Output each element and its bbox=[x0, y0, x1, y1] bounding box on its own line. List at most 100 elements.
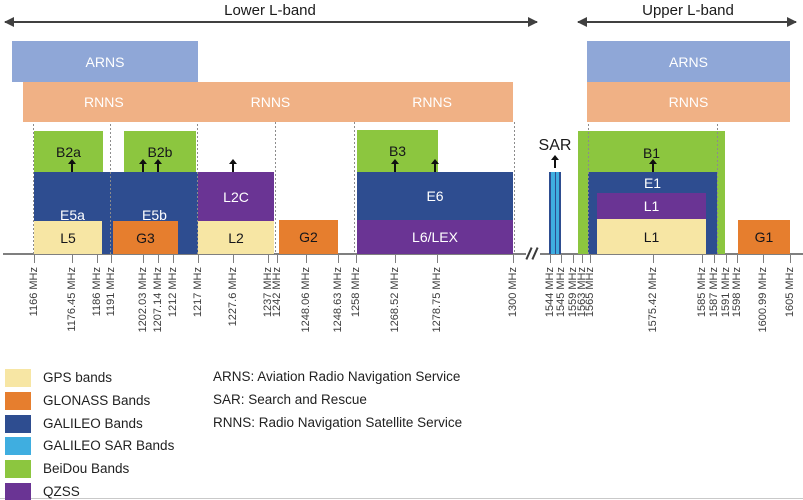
center-freq-arrow-icon bbox=[647, 159, 659, 172]
freq-tick-label: 1242 MHz bbox=[271, 267, 283, 318]
freq-tick-label: 1587 MHz bbox=[708, 267, 720, 318]
band-b2b: B2b bbox=[124, 131, 196, 172]
freq-tick-label: 1585 MHz bbox=[696, 267, 708, 318]
arrow-stem bbox=[652, 163, 654, 172]
legend-swatch-qzss bbox=[5, 483, 31, 500]
freq-tick-label: 1207.14 MHz bbox=[152, 267, 164, 333]
band-g2: G2 bbox=[279, 220, 338, 254]
bottom-divider bbox=[0, 498, 803, 499]
freq-tick bbox=[198, 255, 199, 263]
band-label: G3 bbox=[136, 229, 155, 246]
freq-tick-label: 1258 MHz bbox=[350, 267, 362, 318]
freq-tick bbox=[763, 255, 764, 263]
freq-tick-label: 1278.75 MHz bbox=[431, 267, 443, 333]
freq-tick-label: 1227.6 MHz bbox=[227, 267, 239, 327]
legend-swatch-glonass bbox=[5, 392, 31, 410]
freq-tick-label: 1248.63 MHz bbox=[332, 267, 344, 333]
band-g3: G3 bbox=[113, 221, 178, 254]
arrowhead-left-icon bbox=[4, 17, 14, 27]
freq-tick bbox=[737, 255, 738, 263]
band-label: L6/LEX bbox=[412, 229, 458, 245]
freq-tick bbox=[573, 255, 574, 263]
center-freq-arrow-icon bbox=[389, 159, 401, 172]
abbreviation-item: SAR: Search and Rescue bbox=[213, 392, 367, 407]
arrowhead-left-icon bbox=[577, 17, 587, 27]
service-band-arns-lower: ARNS bbox=[12, 41, 198, 82]
band-l1-gps: L1 bbox=[597, 219, 706, 254]
freq-tick bbox=[653, 255, 654, 263]
band-label: L2C bbox=[223, 188, 249, 205]
freq-tick-label: 1300 MHz bbox=[507, 267, 519, 318]
freq-tick bbox=[111, 255, 112, 263]
band-label: G1 bbox=[754, 229, 774, 245]
dashed-guide-line bbox=[110, 124, 111, 255]
freq-tick bbox=[395, 255, 396, 263]
band-label: E1 bbox=[643, 175, 662, 191]
band-label: L2 bbox=[228, 229, 244, 246]
freq-tick-label: 1191 MHz bbox=[105, 267, 117, 317]
freq-tick bbox=[356, 255, 357, 263]
freq-tick bbox=[437, 255, 438, 263]
service-band-label: RNNS bbox=[250, 94, 291, 110]
legend-label: GALILEO SAR Bands bbox=[43, 438, 175, 453]
center-freq-arrow-icon bbox=[66, 159, 78, 172]
arrowhead-up-icon bbox=[228, 159, 237, 164]
frequency-axis-line bbox=[3, 253, 803, 255]
service-band-arns-upper: ARNS bbox=[587, 41, 790, 82]
freq-tick bbox=[702, 255, 703, 263]
arrowhead-up-icon bbox=[138, 159, 147, 164]
center-freq-arrow-icon bbox=[137, 159, 149, 172]
dashed-guide-line bbox=[197, 124, 198, 255]
service-band-rnns-lower: RNNS RNNS RNNS bbox=[23, 82, 513, 122]
freq-tick bbox=[143, 255, 144, 263]
service-band-label: RNNS bbox=[412, 94, 452, 110]
band-b3: B3 bbox=[357, 130, 438, 172]
arrow-stem bbox=[554, 159, 556, 168]
band-l1-qzss: L1 bbox=[597, 193, 706, 219]
freq-tick-label: 1545 MHz bbox=[555, 267, 567, 318]
sar-band-divider bbox=[554, 172, 556, 254]
freq-tick bbox=[338, 255, 339, 263]
legend-label: GALILEO Bands bbox=[43, 416, 143, 431]
arrowhead-up-icon bbox=[67, 159, 76, 164]
freq-tick bbox=[550, 255, 551, 263]
legend-label: GPS bands bbox=[43, 370, 113, 385]
arrowhead-right-icon bbox=[528, 17, 538, 27]
upper-band-range-arrow bbox=[577, 17, 797, 27]
legend-swatch-galileo_sar bbox=[5, 437, 31, 455]
band-label: B1 bbox=[642, 145, 661, 161]
arrow-stem bbox=[71, 163, 73, 172]
lower-band-range-arrow bbox=[4, 17, 538, 27]
band-l5: L5 bbox=[34, 221, 102, 254]
arrowhead-up-icon bbox=[153, 159, 162, 164]
freq-tick bbox=[790, 255, 791, 263]
freq-tick bbox=[561, 255, 562, 263]
freq-tick-label: 1176.45 MHz bbox=[66, 267, 78, 332]
abbreviation-item: ARNS: Aviation Radio Navigation Service bbox=[213, 369, 461, 384]
freq-tick bbox=[306, 255, 307, 263]
sar-label: SAR bbox=[538, 137, 572, 154]
freq-tick bbox=[268, 255, 269, 263]
dashed-guide-line bbox=[588, 124, 589, 255]
legend-swatch-beidou bbox=[5, 460, 31, 478]
freq-tick bbox=[582, 255, 583, 263]
service-band-rnns-upper: RNNS bbox=[587, 82, 790, 122]
band-g1: G1 bbox=[738, 220, 790, 254]
dashed-guide-line bbox=[33, 124, 34, 255]
freq-tick-label: 1605 MHz bbox=[784, 267, 796, 318]
freq-tick bbox=[34, 255, 35, 263]
band-l2: L2 bbox=[198, 221, 274, 254]
freq-tick-label: 1186 MHz bbox=[91, 267, 103, 317]
dashed-guide-line bbox=[717, 124, 718, 255]
arrowhead-right-icon bbox=[787, 17, 797, 27]
freq-tick-label: 1598 MHz bbox=[731, 267, 743, 318]
band-label: G2 bbox=[299, 229, 318, 245]
legend-swatch-gps bbox=[5, 369, 31, 387]
service-band-label: RNNS bbox=[84, 94, 124, 110]
freq-tick bbox=[72, 255, 73, 263]
freq-tick-label: 1166 MHz bbox=[28, 267, 40, 317]
arrowhead-up-icon bbox=[430, 159, 439, 164]
freq-tick bbox=[158, 255, 159, 263]
freq-tick-label: 1202.03 MHz bbox=[137, 267, 149, 333]
